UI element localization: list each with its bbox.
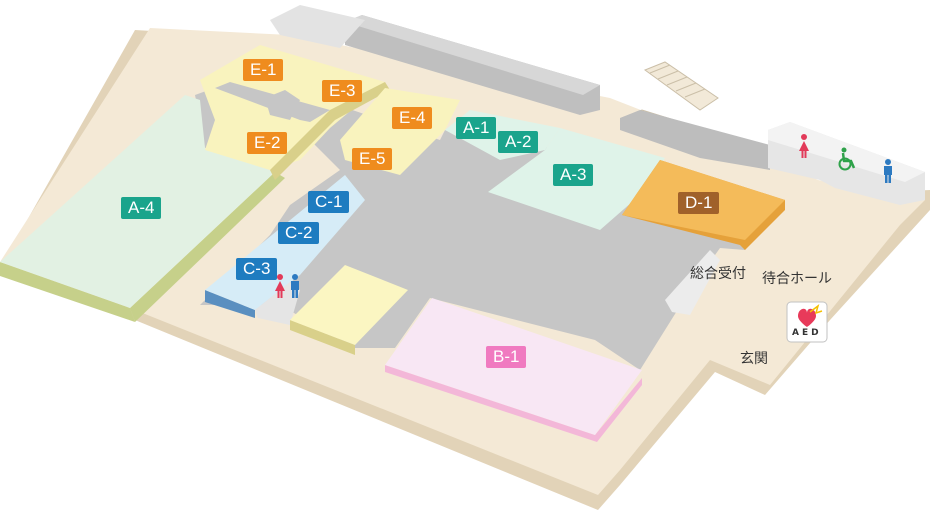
back-wall-top bbox=[345, 15, 600, 95]
area-c3-label: C-3 bbox=[236, 258, 278, 280]
zone-c-side bbox=[205, 290, 255, 318]
area-c2-label: C-2 bbox=[278, 222, 320, 244]
zone-a4-side-right bbox=[130, 172, 285, 322]
area-a2-label: A-2 bbox=[498, 131, 539, 153]
waiting-hall-label: 待合ホール bbox=[762, 271, 832, 287]
aed-label: AED bbox=[792, 328, 822, 338]
male-restroom-icon bbox=[884, 159, 892, 183]
area-a4-label: A-4 bbox=[121, 197, 162, 219]
zone-yellow-room-side bbox=[290, 320, 355, 355]
zone-e-crossing-v bbox=[265, 90, 300, 120]
zone-e-side bbox=[270, 82, 390, 180]
area-e5-label: E-5 bbox=[352, 148, 393, 170]
area-e2-label: E-2 bbox=[247, 132, 288, 154]
upper-left-wall bbox=[270, 5, 365, 48]
female-restroom-icon bbox=[275, 274, 285, 298]
area-d1-label: D-1 bbox=[678, 192, 720, 214]
area-e4-label: E-4 bbox=[392, 107, 433, 129]
entrance-label: 玄関 bbox=[740, 351, 768, 367]
zone-yellow-room bbox=[290, 265, 408, 345]
area-b1-label: B-1 bbox=[486, 346, 527, 368]
aed-heart-icon bbox=[798, 308, 816, 327]
area-a1-label: A-1 bbox=[456, 117, 497, 139]
area-a3-label: A-3 bbox=[553, 164, 594, 186]
reception-label: 総合受付 bbox=[690, 266, 746, 282]
wheelchair-icon bbox=[838, 147, 856, 171]
area-e3-label: E-3 bbox=[322, 80, 363, 102]
male-restroom-icon bbox=[291, 274, 299, 298]
female-restroom-icon bbox=[799, 134, 809, 158]
area-c1-label: C-1 bbox=[308, 191, 350, 213]
zone-restroom-c bbox=[255, 282, 300, 325]
zone-a4-side bbox=[0, 262, 135, 322]
area-e1-label: E-1 bbox=[243, 59, 284, 81]
reception-desk bbox=[665, 250, 720, 315]
right-wall-block bbox=[620, 110, 770, 170]
